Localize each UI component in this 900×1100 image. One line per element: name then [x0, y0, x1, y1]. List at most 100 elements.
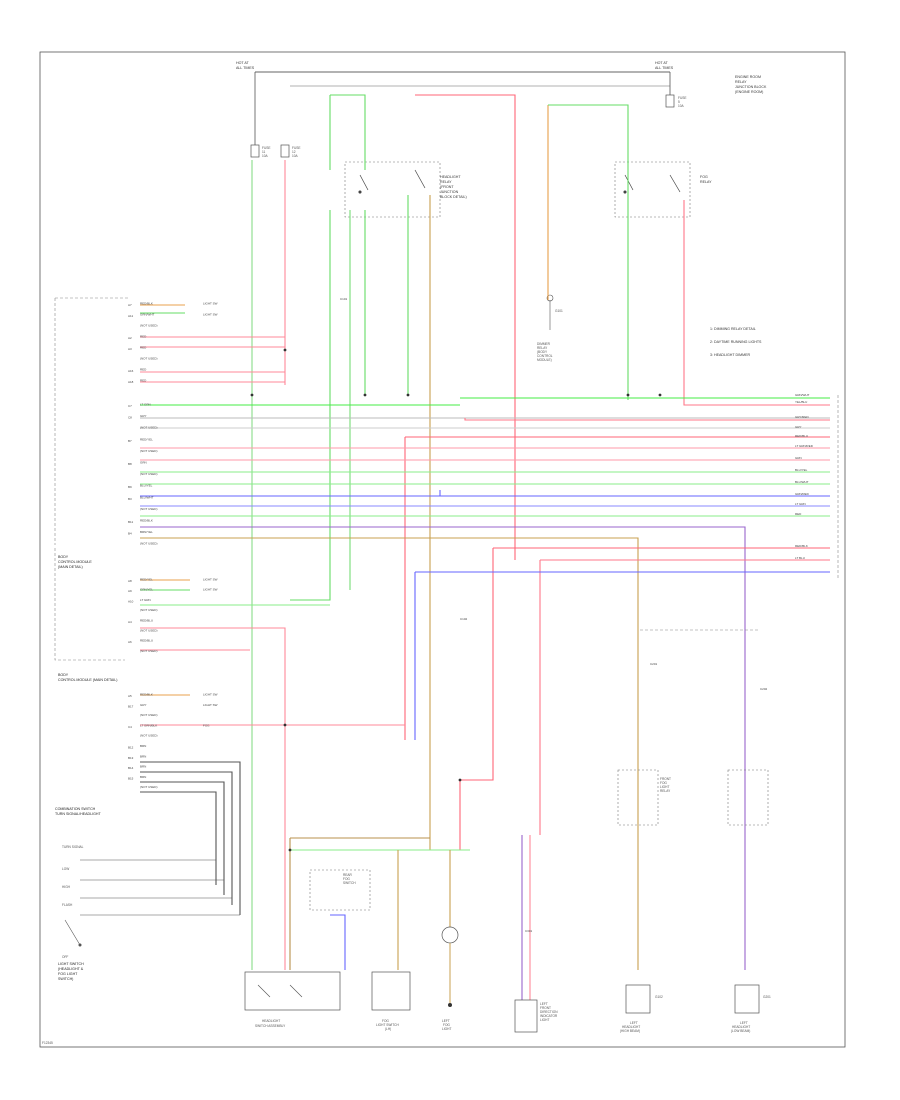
- right-wire-label-5: LT GRN/RED: [795, 444, 814, 448]
- mid-pin-11: B4: [128, 532, 132, 536]
- lower-wire-0: RED/BLK: [140, 693, 153, 697]
- lower-pin-1: B17: [128, 704, 134, 708]
- svg-text:FOG LIGHT: FOG LIGHT: [58, 972, 78, 976]
- upper-pin-0: A7: [128, 303, 132, 307]
- svg-text:MODULE): MODULE): [537, 358, 552, 362]
- switch-pin-1: A9: [128, 589, 132, 593]
- upper-pin-7: A18: [128, 380, 134, 384]
- svg-text:10A: 10A: [292, 154, 299, 158]
- upper-pin-6: A16: [128, 369, 134, 373]
- switch-wire-7: (NOT USED): [140, 649, 157, 653]
- mid-wire-1: GRY: [140, 414, 146, 418]
- combination-switch-label: COMBINATION SWITCH TURN SIGNAL/HEADLIGHT: [55, 807, 102, 816]
- fog-relay-box: [614, 161, 691, 218]
- svg-text:LEFT: LEFT: [540, 1002, 548, 1006]
- bcm-lower-label: BODY CONTROL MODULE (MAIN DETAIL): [58, 673, 118, 682]
- svg-text:(FRONT: (FRONT: [440, 185, 454, 189]
- fog-light-switch: FOG LIGHT SWITCH (LH): [371, 971, 411, 1031]
- hot-label-left-2: ALL TIMES: [236, 66, 255, 70]
- hot-label-right-1: HOT AT: [655, 61, 668, 65]
- wire-switch-assembly: [289, 837, 430, 970]
- upper-wire-7: RED: [140, 379, 147, 383]
- fuse-mid: FUSE 12 10A: [280, 144, 301, 158]
- svg-text:HIGH: HIGH: [62, 885, 71, 889]
- left-headlight-low: LEFT HEADLIGHT (LOW BEAM): [731, 984, 760, 1033]
- svg-text:(ENGINE ROOM): (ENGINE ROOM): [735, 90, 763, 94]
- switch-wire-2: LT GRN: [140, 598, 151, 602]
- mid-wire-12: (NOT USED): [140, 542, 157, 546]
- wire-bus-red-4: [539, 559, 830, 835]
- mid-pin-10: B11: [128, 520, 133, 524]
- mid-wire-3: RED/YEL: [140, 437, 153, 441]
- mid-pin-3: B7: [128, 439, 132, 443]
- svg-text:FOG: FOG: [382, 1019, 389, 1023]
- wire-bus-red-3: [459, 547, 830, 850]
- upper-wire-2: (NOT USED): [140, 324, 157, 328]
- mid-wire-6: (NOT USED): [140, 472, 157, 476]
- svg-text:LIGHT: LIGHT: [660, 785, 669, 789]
- lower-wire-3: LT GRN/BLK: [140, 723, 157, 727]
- right-wire-label-8: BLU/WHT: [795, 480, 809, 484]
- svg-text:FRONT: FRONT: [660, 777, 671, 781]
- hot-label-left-1: HOT AT: [236, 61, 249, 65]
- fuse-right: FUSE 5 10A: [665, 72, 687, 108]
- svg-text:RELAY: RELAY: [700, 180, 712, 184]
- wire-green-top: [329, 94, 366, 170]
- lower-pin-0: A5: [128, 694, 132, 698]
- ground-labels: G101 G102 G201: [555, 309, 771, 999]
- upper-note-0: LIGHT SW: [203, 302, 218, 306]
- upper-wire-0: RED/BLK: [140, 302, 153, 306]
- right-wire-label-0: GRN/WHT: [795, 393, 809, 397]
- svg-text:C101: C101: [340, 297, 348, 301]
- wire-bus-blue-1: [140, 490, 830, 497]
- switch-pin-2: A10: [128, 599, 134, 603]
- svg-text:G201: G201: [763, 995, 771, 999]
- svg-text:RELAY: RELAY: [735, 80, 747, 84]
- upper-wire-4: RED: [140, 346, 147, 350]
- svg-text:BLOCK DETAIL): BLOCK DETAIL): [440, 195, 467, 199]
- switch-pin-4: A4: [128, 620, 132, 624]
- wire-pink-right: [683, 200, 830, 406]
- lower-wire-1: GRY: [140, 703, 146, 707]
- svg-text:INDICATOR: INDICATOR: [540, 1014, 558, 1018]
- switch-wire-5: (NOT USED): [140, 629, 157, 633]
- svg-text:FOG: FOG: [443, 1023, 450, 1027]
- bcm-boundary-upper: [54, 297, 130, 545]
- wire-low-brown: [140, 761, 241, 915]
- switch-note-0: LIGHT SW: [203, 578, 218, 582]
- lower-note-1: LIGHT SW: [203, 703, 218, 707]
- switch-wire-6: RED/BLU: [140, 639, 153, 643]
- svg-text:HEADLIGHT: HEADLIGHT: [440, 175, 461, 179]
- mid-wire-8: BLU/WHT: [140, 495, 154, 499]
- svg-text:HEADLIGHT: HEADLIGHT: [732, 1025, 750, 1029]
- svg-text:JUNCTION BLOCK: JUNCTION BLOCK: [735, 85, 767, 89]
- svg-text:CONTROL MODULE (MAIN DETAIL): CONTROL MODULE (MAIN DETAIL): [58, 678, 118, 682]
- switch-wire-1: GRN/YEL: [140, 588, 154, 592]
- diagram-frame: [39, 51, 846, 1048]
- bcm-boundary-lower: [54, 548, 125, 661]
- lower-wire-9: (NOT USED): [140, 785, 157, 789]
- svg-text:C202: C202: [760, 687, 768, 691]
- lower-wire-6: BRN: [140, 754, 146, 758]
- right-wire-label-10: LT GRN: [795, 502, 806, 506]
- svg-text:SWITCH: SWITCH: [343, 881, 356, 885]
- svg-text:C301: C301: [525, 929, 533, 933]
- lower-wire-8: BRN: [140, 775, 146, 779]
- wire-bus-green-1: [140, 397, 830, 406]
- svg-text:3: HEADLIGHT DIMMER: 3: HEADLIGHT DIMMER: [710, 353, 750, 357]
- svg-text:C102: C102: [460, 617, 468, 621]
- wire-green-mid: [290, 210, 331, 601]
- wire-bus-purple: [140, 526, 746, 970]
- right-wire-label-12: RED/BLK: [795, 544, 808, 548]
- mid-wire-0: LT GRN: [140, 403, 151, 407]
- mid-wire-10: RED/BLK: [140, 519, 153, 523]
- upper-wire-3: RED: [140, 335, 147, 339]
- headlight-relay-label: HEADLIGHT RELAY (FRONT JUNCTION BLOCK DE…: [440, 175, 467, 199]
- fog-relay-label: FOG RELAY: [700, 175, 712, 184]
- svg-text:12: 12: [292, 150, 296, 154]
- svg-text:(MAIN DETAIL): (MAIN DETAIL): [58, 565, 83, 569]
- upper-wire-1: GRN/WHT: [140, 313, 154, 317]
- switch-pin-0: A8: [128, 579, 132, 583]
- svg-text:G101: G101: [555, 309, 563, 313]
